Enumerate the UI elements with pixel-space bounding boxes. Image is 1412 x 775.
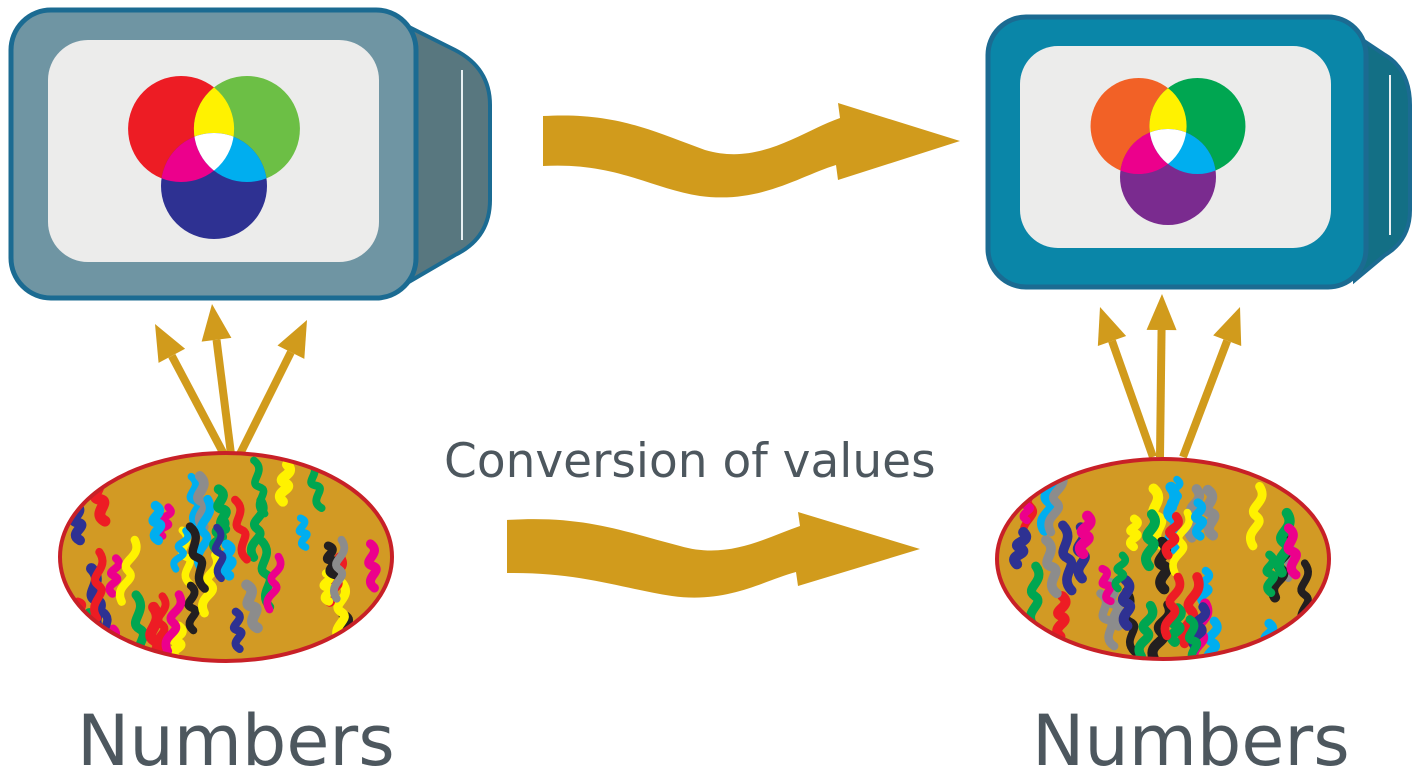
number-squiggle <box>1246 482 1267 551</box>
number-squiggle <box>1111 551 1129 593</box>
upward-arrow-shaft <box>1179 339 1231 459</box>
number-squiggle <box>1160 572 1185 641</box>
number-squiggle <box>145 601 164 661</box>
number-squiggle <box>115 535 141 606</box>
number-squiggle <box>1197 566 1214 608</box>
number-squiggle <box>275 459 295 507</box>
number-squiggle <box>219 539 237 581</box>
right-numbers-blob <box>995 457 1331 661</box>
number-squiggle <box>263 552 285 614</box>
number-squiggle <box>1075 510 1096 560</box>
number-squiggle <box>105 554 123 598</box>
number-squiggle <box>1009 526 1031 570</box>
number-squiggle <box>1201 484 1220 541</box>
right-monitor <box>985 14 1412 290</box>
number-squiggle <box>1052 591 1071 642</box>
number-squiggle <box>231 495 251 564</box>
number-squiggle <box>1262 550 1278 598</box>
upward-arrow-shaft <box>1108 339 1157 459</box>
right-rgb-venn <box>1090 78 1246 225</box>
number-squiggle <box>90 547 107 623</box>
number-squiggle <box>1044 467 1068 537</box>
number-squiggle <box>295 514 311 551</box>
top-conversion-arrow <box>543 103 960 198</box>
number-squiggle <box>167 621 187 661</box>
number-squiggle <box>211 523 227 583</box>
number-squiggle <box>1026 561 1044 631</box>
numbers-label-left: Numbers <box>77 700 395 775</box>
upward-arrow-head <box>201 304 232 342</box>
number-squiggle <box>185 522 209 593</box>
number-squiggle <box>1184 615 1202 659</box>
upward-arrow-head <box>1097 307 1127 346</box>
left-magenta-overlap <box>161 133 235 182</box>
left-blob-squiggles <box>68 456 381 661</box>
number-squiggle <box>1166 603 1186 647</box>
number-squiggle <box>1117 575 1136 631</box>
right-magenta-overlap <box>1120 129 1187 174</box>
number-squiggle <box>250 456 269 518</box>
number-squiggle <box>1058 520 1077 596</box>
number-squiggle <box>148 500 166 546</box>
number-squiggle <box>213 484 231 534</box>
number-squiggle <box>330 535 349 603</box>
number-squiggle <box>322 541 340 580</box>
upward-arrow-shaft <box>232 350 295 464</box>
left-cyan-overlap <box>193 133 267 182</box>
upward-arrow-head <box>277 320 307 359</box>
right-cyan-overlap <box>1149 129 1216 174</box>
bottom-conversion-arrow <box>507 512 920 598</box>
number-squiggle <box>1191 498 1208 541</box>
number-squiggle <box>193 471 211 532</box>
upward-arrow-shaft <box>168 353 232 464</box>
number-squiggle <box>229 607 246 654</box>
number-squiggle <box>364 539 381 593</box>
right-upward-arrows <box>1097 294 1242 459</box>
number-squiggle <box>1141 509 1160 572</box>
left-rgb-venn <box>128 76 300 239</box>
number-squiggle <box>1098 564 1115 606</box>
left-monitor-side <box>393 16 492 294</box>
conversion-label: Conversion of values <box>444 434 936 489</box>
number-squiggle <box>184 581 200 635</box>
right-monitor-side <box>1353 31 1412 285</box>
number-squiggle <box>1041 535 1062 599</box>
upward-arrow-head <box>1213 307 1242 346</box>
number-squiggle <box>1161 511 1183 560</box>
upward-arrow-head <box>155 324 186 363</box>
number-squiggle <box>161 590 186 656</box>
number-squiggle <box>1283 523 1301 580</box>
upward-arrow-shaft <box>1156 329 1166 458</box>
number-squiggle <box>241 579 263 634</box>
number-squiggle <box>1169 508 1193 577</box>
number-squiggle <box>1134 600 1158 659</box>
left-monitor <box>8 7 492 301</box>
number-squiggle <box>170 527 192 573</box>
number-squiggle <box>332 578 350 645</box>
number-squiggle <box>257 537 275 612</box>
upward-arrow-head <box>1146 294 1177 331</box>
upward-arrow-shaft <box>212 339 236 463</box>
number-squiggle <box>1126 514 1142 552</box>
right-blob-squiggles <box>1009 467 1312 659</box>
left-upward-arrows <box>155 304 307 464</box>
number-squiggle <box>319 569 336 606</box>
numbers-label-right: Numbers <box>1032 700 1350 775</box>
left-numbers-blob <box>58 451 394 663</box>
number-squiggle <box>1166 475 1184 512</box>
